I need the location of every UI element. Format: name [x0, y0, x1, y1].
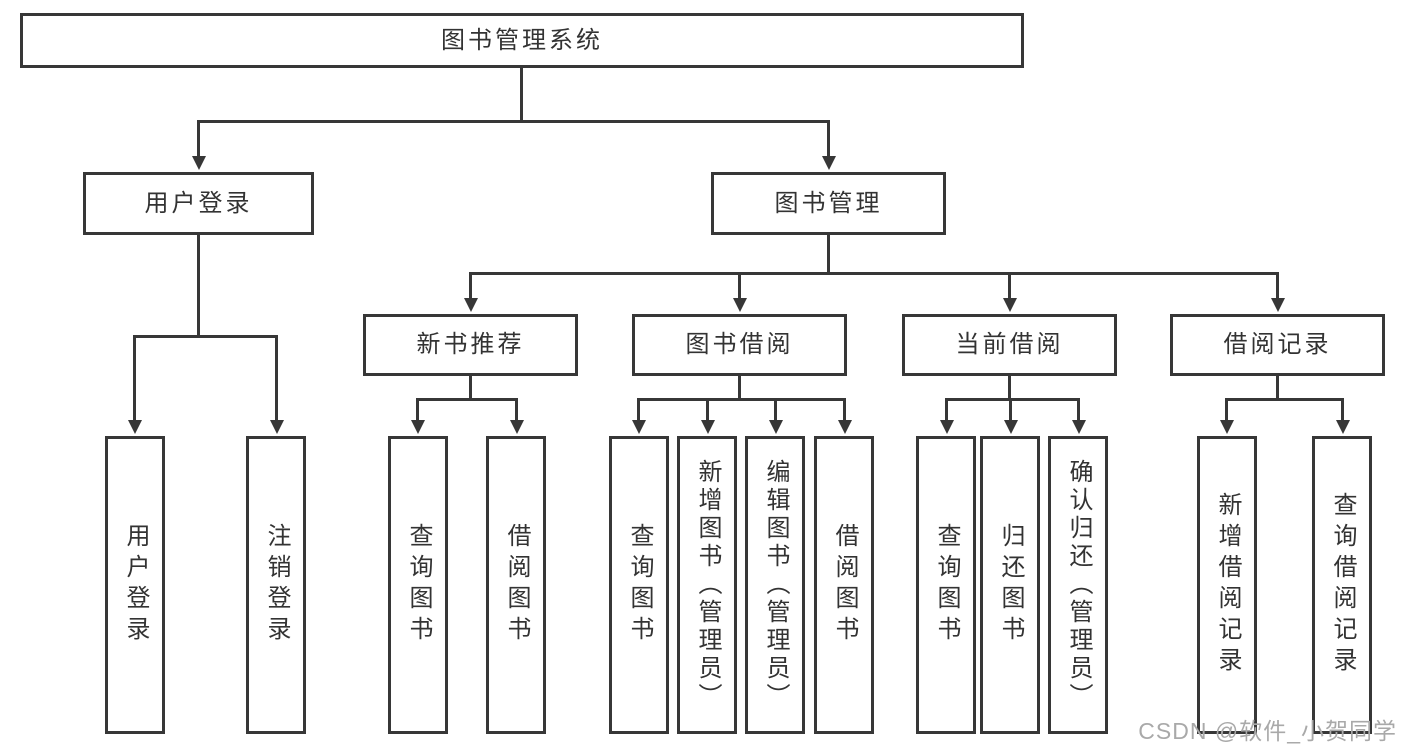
- arrow-to-borrow-records-icon: [1276, 272, 1279, 298]
- csdn-watermark: CSDN @软件_小贺同学: [1138, 718, 1397, 744]
- connector-level1-bar: [197, 120, 830, 123]
- node-current-confirm-return-admin: 确认归还（管理员）: [1048, 436, 1108, 734]
- arrow-borrow-add-icon: [706, 398, 709, 420]
- node-book-management: 图书管理: [711, 172, 946, 235]
- arrow-recommend-borrow-icon: [515, 398, 518, 420]
- node-book-borrow: 图书借阅: [632, 314, 847, 376]
- arrow-recommend-query-icon: [416, 398, 419, 420]
- arrow-to-user-login-icon: [197, 120, 200, 156]
- connector-level3-bar: [469, 272, 1279, 275]
- arrow-to-logout-leaf-icon: [275, 335, 278, 420]
- node-borrow-add-book-admin: 新增图书（管理员）: [677, 436, 737, 734]
- arrow-to-book-borrow-icon: [738, 272, 741, 298]
- node-user-login-leaf: 用户登录: [105, 436, 165, 734]
- node-current-return-book: 归还图书: [980, 436, 1040, 734]
- node-current-borrow: 当前借阅: [902, 314, 1117, 376]
- connector-current-bar: [945, 398, 1080, 401]
- connector-user-login-bar: [133, 335, 278, 338]
- node-current-query-book: 查询图书: [916, 436, 976, 734]
- node-borrow-borrow-book: 借阅图书: [814, 436, 874, 734]
- arrow-borrow-edit-icon: [774, 398, 777, 420]
- connector-borrow-stem: [738, 376, 741, 401]
- arrow-current-confirm-icon: [1077, 398, 1080, 420]
- connector-borrow-bar: [637, 398, 846, 401]
- node-add-borrow-record: 新增借阅记录: [1197, 436, 1257, 734]
- arrow-records-query-icon: [1341, 398, 1344, 420]
- node-recommend-query-book: 查询图书: [388, 436, 448, 734]
- arrow-to-user-login-leaf-icon: [133, 335, 136, 420]
- arrow-borrow-borrow-icon: [843, 398, 846, 420]
- node-borrow-query-book: 查询图书: [609, 436, 669, 734]
- connector-user-login-stem: [197, 235, 200, 338]
- arrow-borrow-query-icon: [637, 398, 640, 420]
- connector-current-stem: [1008, 376, 1011, 401]
- arrow-current-return-icon: [1009, 398, 1012, 420]
- node-query-borrow-record: 查询借阅记录: [1312, 436, 1372, 734]
- arrow-to-current-borrow-icon: [1008, 272, 1011, 298]
- connector-recommend-stem: [469, 376, 472, 401]
- node-new-book-recommend: 新书推荐: [363, 314, 578, 376]
- node-user-login: 用户登录: [83, 172, 314, 235]
- connector-records-bar: [1225, 398, 1344, 401]
- arrow-to-new-book-recommend-icon: [469, 272, 472, 298]
- node-borrow-records: 借阅记录: [1170, 314, 1385, 376]
- connector-root-stem: [520, 68, 523, 123]
- arrow-to-book-management-icon: [827, 120, 830, 156]
- node-library-system: 图书管理系统: [20, 13, 1024, 68]
- connector-recommend-bar: [416, 398, 518, 401]
- arrow-current-query-icon: [945, 398, 948, 420]
- node-recommend-borrow-book: 借阅图书: [486, 436, 546, 734]
- connector-records-stem: [1276, 376, 1279, 401]
- arrow-records-add-icon: [1225, 398, 1228, 420]
- connector-book-management-stem: [827, 235, 830, 275]
- node-borrow-edit-book-admin: 编辑图书（管理员）: [745, 436, 805, 734]
- node-logout: 注销登录: [246, 436, 306, 734]
